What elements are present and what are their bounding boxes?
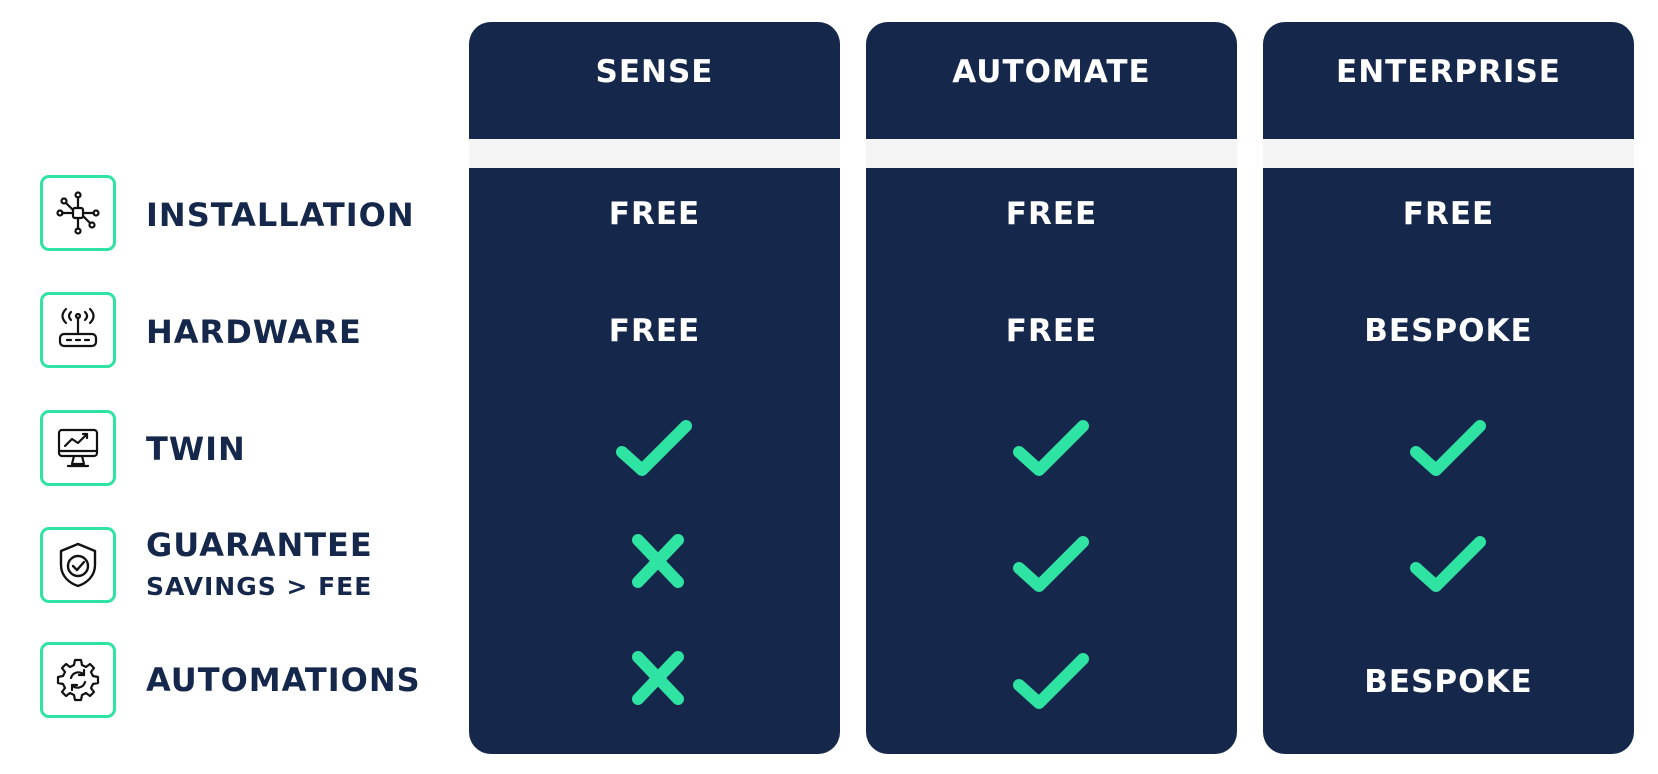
- feature-icon-box: [40, 527, 116, 603]
- plan-name: ENTERPRISE: [1336, 54, 1561, 90]
- cell-value: FREE: [1005, 196, 1098, 232]
- plan-column-enterprise: ENTERPRISE FREE BESPOKE BESPOKE: [1263, 22, 1634, 754]
- cell-value: FREE: [608, 196, 701, 232]
- feature-label: GUARANTEE: [146, 526, 373, 564]
- plan-cell: [469, 399, 840, 499]
- header-divider-band: [469, 139, 840, 168]
- plan-name: SENSE: [595, 54, 714, 90]
- feature-label: TWIN: [146, 430, 246, 468]
- cell-value: FREE: [608, 313, 701, 349]
- feature-icon-box: [40, 175, 116, 251]
- check-icon: [1409, 420, 1486, 476]
- cross-icon: [631, 651, 684, 705]
- plan-cell: FREE: [469, 164, 840, 264]
- feature-label: INSTALLATION: [146, 196, 415, 234]
- check-icon: [1012, 420, 1089, 476]
- header-divider-band: [1263, 139, 1634, 168]
- plan-name: AUTOMATE: [952, 54, 1151, 90]
- plan-cell: BESPOKE: [1263, 632, 1634, 732]
- cell-value: FREE: [1005, 313, 1098, 349]
- cell-value: BESPOKE: [1364, 664, 1533, 700]
- check-icon: [1012, 653, 1089, 709]
- plan-column-automate: AUTOMATE FREE FREE: [866, 22, 1237, 754]
- check-icon: [1012, 536, 1089, 592]
- feature-label: AUTOMATIONS: [146, 661, 421, 699]
- plan-column-sense: SENSE FREE FREE: [469, 22, 840, 754]
- feature-icon-box: [40, 292, 116, 368]
- feature-icon-box: [40, 410, 116, 486]
- plan-cell: FREE: [1263, 164, 1634, 264]
- feature-sublabel: SAVINGS > FEE: [146, 572, 373, 601]
- plan-cell: [469, 632, 840, 732]
- plan-cell: [469, 515, 840, 615]
- router-icon: [58, 307, 98, 348]
- plan-cell: [866, 399, 1237, 499]
- circuit-icon: [56, 191, 100, 235]
- plan-cell: FREE: [866, 281, 1237, 381]
- plan-cell: [1263, 515, 1634, 615]
- cell-value: FREE: [1402, 196, 1495, 232]
- plan-cell: [866, 632, 1237, 732]
- plan-cell: BESPOKE: [1263, 281, 1634, 381]
- feature-label: HARDWARE: [146, 313, 362, 351]
- shield-check-icon: [59, 542, 97, 588]
- feature-icon-box: [40, 642, 116, 718]
- cell-value: BESPOKE: [1364, 313, 1533, 349]
- gear-sync-icon: [56, 658, 100, 702]
- plan-cell: FREE: [866, 164, 1237, 264]
- check-icon: [1409, 536, 1486, 592]
- plan-cell: [1263, 399, 1634, 499]
- plan-cell: [866, 515, 1237, 615]
- plan-cell: FREE: [469, 281, 840, 381]
- cross-icon: [631, 534, 684, 588]
- check-icon: [615, 420, 692, 476]
- header-divider-band: [866, 139, 1237, 168]
- monitor-chart-icon: [57, 428, 99, 468]
